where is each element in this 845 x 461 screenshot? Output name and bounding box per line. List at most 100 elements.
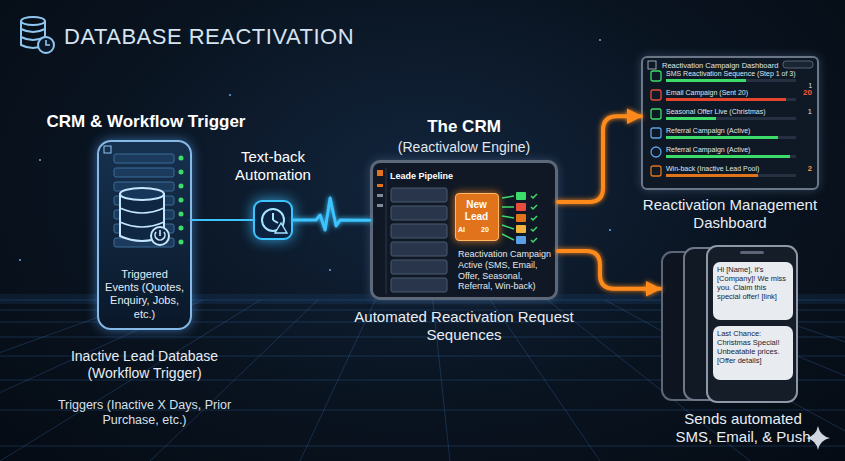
star-dot	[229, 94, 231, 96]
row-icon	[651, 90, 661, 100]
list-row	[114, 238, 174, 247]
progress-tracks	[666, 79, 796, 177]
node-heading: The CRM	[360, 117, 568, 137]
sidebar-divider	[386, 168, 387, 294]
automation-icon-box: Text-back Automation	[253, 200, 293, 240]
trigger-phone: CRM & Workflow TriggerTriggered Events (…	[97, 140, 192, 330]
list-row	[114, 196, 174, 205]
flow-connector	[293, 198, 370, 230]
message-bubble: Last Chance: Christmas Special! Unbeatab…	[713, 326, 793, 380]
database-body	[120, 194, 164, 241]
referral-icon	[516, 236, 526, 244]
node-heading: Text-back Automation	[228, 148, 318, 184]
power-symbol	[155, 230, 165, 240]
list-row	[114, 168, 174, 177]
pipeline-card	[391, 188, 447, 202]
status-dot	[179, 226, 184, 231]
node-text: Reactivation Campaign Active (SMS, Email…	[458, 249, 555, 292]
clock-face	[262, 209, 284, 231]
node-heading: Last Chance: Christmas Special! Unbeatab…	[717, 329, 787, 365]
phone-speaker	[740, 251, 764, 254]
grid-line	[0, 446, 845, 447]
db-top	[21, 17, 45, 25]
node-text: (Reactivalow Engine)	[360, 139, 568, 156]
progress-track	[666, 174, 796, 177]
trigger-phone-screen	[104, 146, 184, 247]
progress-track	[666, 136, 796, 139]
progress-bar	[666, 155, 790, 158]
node-heading: Hi [Name], it's [Company]! We miss you. …	[717, 265, 787, 301]
sidebar-icon	[377, 194, 383, 197]
flow-connector	[558, 116, 641, 202]
header-icon	[648, 61, 656, 69]
node-text: Triggers (Inactive X Days, Prior Purchas…	[57, 398, 232, 428]
star-dot	[599, 39, 601, 41]
star-dot	[39, 159, 41, 161]
app-icon	[104, 146, 111, 153]
database-top	[120, 188, 164, 200]
crm-tablet: The CRM(Reactivalow Engine)Reactivation …	[370, 160, 558, 300]
star-dot	[329, 269, 331, 271]
power-icon	[151, 227, 169, 245]
node-text: Inactive Lead Database (Workflow Trigger…	[57, 348, 232, 382]
database-band	[120, 208, 164, 227]
pipeline-card	[391, 260, 447, 274]
progress-track	[666, 117, 796, 120]
flow-connector	[558, 251, 660, 289]
progress-bar	[666, 117, 716, 120]
clock-hands	[46, 40, 50, 45]
progress-track	[666, 79, 796, 82]
email-icon	[516, 203, 526, 211]
check-mark	[531, 238, 537, 242]
star-dot	[19, 259, 21, 261]
flow-connector	[192, 218, 253, 221]
node-heading: New Lead	[457, 199, 496, 223]
channel-link	[502, 216, 514, 218]
status-dot	[179, 240, 184, 245]
alert-triangle	[275, 223, 287, 233]
status-dot	[179, 212, 184, 217]
row-icon	[651, 71, 661, 81]
progress-bar	[666, 79, 746, 82]
phone-front	[707, 246, 797, 402]
list-row	[114, 182, 174, 191]
progress-track	[666, 98, 796, 101]
sidebar-icon	[377, 184, 383, 187]
status-dot	[179, 198, 184, 203]
check-mark	[531, 205, 537, 209]
pipeline-column	[391, 188, 447, 292]
node-text: Triggered Events (Quotes, Enquiry, Jobs,…	[103, 268, 186, 321]
channel-links	[502, 196, 514, 240]
channel-link	[502, 196, 514, 198]
status-dot	[179, 184, 184, 189]
diagram-title: DATABASE REACTIVATION	[64, 24, 354, 50]
progress-bar	[666, 136, 778, 139]
node-heading: Reactivation Campaign Dashboard	[662, 61, 792, 70]
message-phones: Sends automated SMS, Email, & PushHi [Na…	[660, 244, 800, 404]
sidebar-icon	[377, 170, 383, 176]
check-mark	[531, 216, 537, 220]
progress-bar	[666, 98, 786, 101]
clock-face	[38, 37, 54, 53]
channel-link	[502, 234, 514, 240]
pipeline-card	[391, 278, 447, 292]
row-icon	[651, 166, 661, 176]
progress-track	[666, 155, 796, 158]
check-marks	[531, 194, 537, 242]
row-icon	[651, 109, 661, 119]
status-dots	[179, 156, 184, 245]
node-text: Reactivation Management Dashboard	[631, 196, 829, 232]
star-dot	[609, 229, 611, 231]
message-bubble: Hi [Name], it's [Company]! We miss you. …	[713, 262, 793, 320]
check-mark	[531, 227, 537, 231]
crm-tablet-screen	[377, 168, 537, 294]
progress-bar	[666, 174, 758, 177]
pipeline-card	[391, 224, 447, 238]
row-icon	[651, 147, 661, 157]
list-row	[114, 154, 174, 163]
sidebar-icon	[377, 204, 383, 207]
check-mark	[531, 194, 537, 198]
title-database-icon	[21, 17, 54, 53]
